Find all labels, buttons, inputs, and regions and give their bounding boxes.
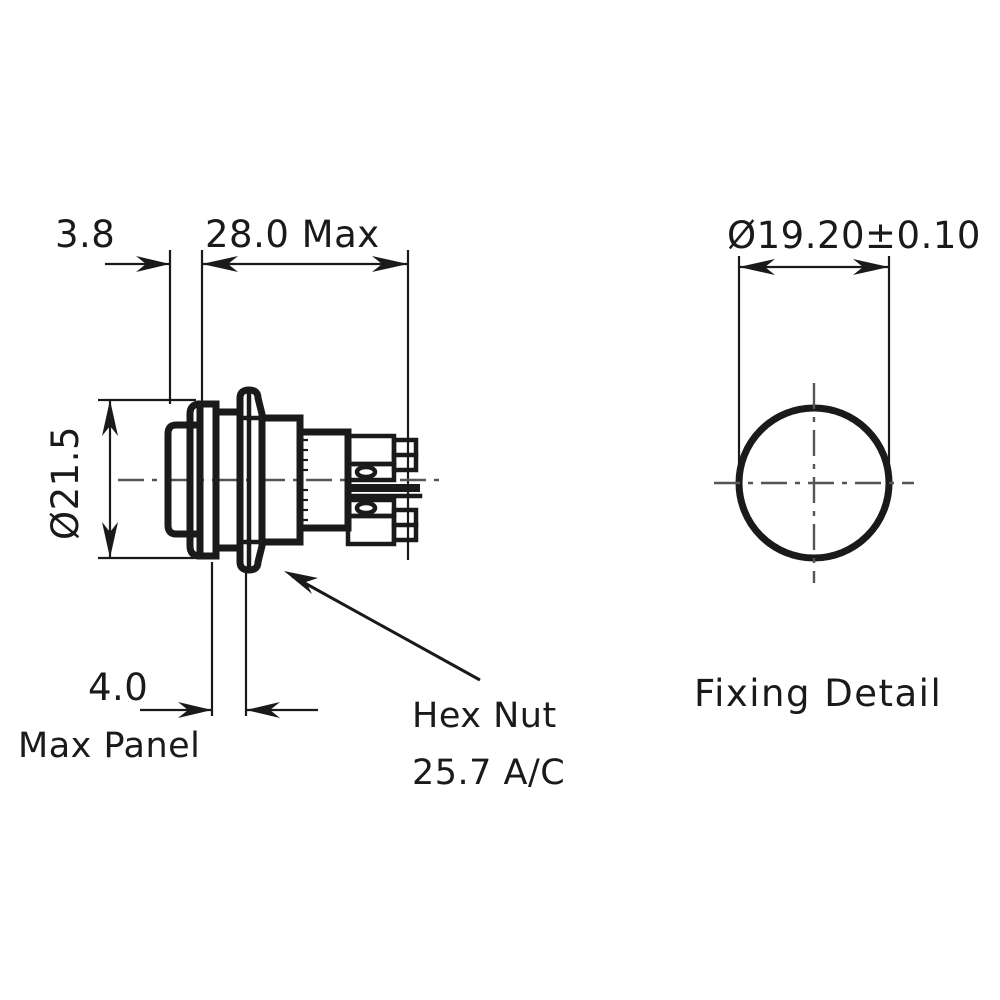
leader-hex-nut bbox=[284, 571, 481, 682]
fixing-detail-title: Fixing Detail bbox=[694, 672, 942, 715]
dim-label-panel-thickness: 4.0 bbox=[88, 666, 148, 709]
dim-label-bezel-height: 3.8 bbox=[55, 213, 115, 256]
terminal-lower-hole bbox=[354, 500, 378, 516]
dimension-bezel-height bbox=[105, 250, 172, 404]
arrowhead-3p8 bbox=[136, 256, 170, 272]
bezel-flange bbox=[196, 400, 220, 560]
note-max-panel: Max Panel bbox=[18, 726, 200, 766]
bezel-outer-edge bbox=[186, 400, 204, 560]
terminal-lower-body bbox=[345, 513, 397, 547]
arrowhead-21p5-top bbox=[102, 400, 118, 436]
hex-nut bbox=[236, 386, 266, 574]
dim-label-hole-diameter: Ø19.20±0.10 bbox=[727, 214, 981, 257]
switch-side-elevation bbox=[164, 386, 423, 574]
terminal-upper-hole bbox=[354, 464, 378, 480]
dim-label-bezel-diameter: Ø21.5 bbox=[44, 426, 87, 540]
terminal-assembly bbox=[345, 433, 423, 547]
arrowhead-28p0-right bbox=[372, 256, 408, 272]
dim-label-body-length: 28.0 Max bbox=[205, 213, 380, 256]
note-hex-nut-line2: 25.7 A/C bbox=[412, 753, 565, 793]
arrowhead-hex-nut bbox=[284, 571, 318, 594]
dimension-panel-thickness bbox=[140, 562, 318, 718]
button-cap bbox=[164, 421, 204, 538]
dimension-bezel-diameter bbox=[98, 398, 196, 560]
arrowhead-19p20-right bbox=[853, 259, 889, 275]
dimension-hole-diameter bbox=[737, 256, 891, 488]
leader-line-hex-nut bbox=[291, 574, 481, 682]
note-hex-nut-line1: Hex Nut bbox=[412, 696, 557, 736]
arrowhead-21p5-bottom bbox=[102, 522, 118, 558]
arrowhead-19p20-left bbox=[739, 259, 775, 275]
dimension-body-length bbox=[200, 250, 410, 560]
arrowhead-4p0-right bbox=[246, 702, 280, 718]
arrowhead-4p0-left bbox=[178, 702, 212, 718]
terminal-upper-body bbox=[345, 433, 397, 467]
arrowhead-28p0-left bbox=[202, 256, 238, 272]
thread-hatching bbox=[300, 438, 308, 522]
terminal-middle-bar bbox=[348, 484, 420, 492]
